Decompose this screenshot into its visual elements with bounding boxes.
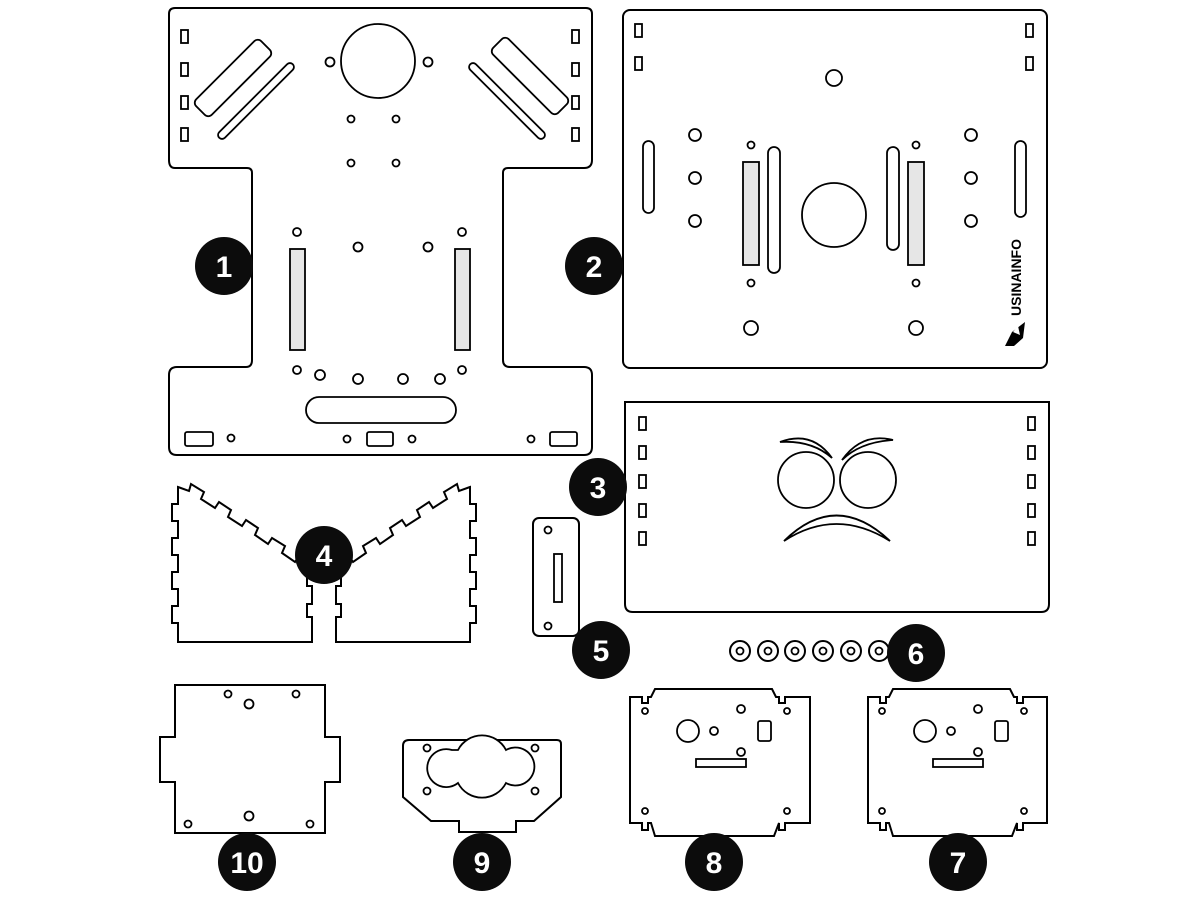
part-number: 5 [593, 635, 610, 668]
washer [784, 640, 806, 662]
badge-4: 4 [295, 526, 353, 584]
badge-10: 10 [218, 833, 276, 891]
part-number: 1 [216, 251, 233, 284]
badge-1: 1 [195, 237, 253, 295]
washer [812, 640, 834, 662]
badge-2: 2 [565, 237, 623, 295]
badge-8: 8 [685, 833, 743, 891]
part-5-bracket [532, 517, 580, 637]
part-number: 6 [908, 638, 925, 671]
part-3-face-plate [624, 401, 1050, 613]
part-9-sensor-holder [402, 734, 562, 833]
washer [868, 640, 890, 662]
badge-9: 9 [453, 833, 511, 891]
part-1-chassis-plate [168, 7, 593, 456]
part-7-side-plate [867, 688, 1048, 837]
part-number: 8 [706, 847, 723, 880]
part-number: 10 [230, 847, 263, 880]
badge-3: 3 [569, 458, 627, 516]
washer [840, 640, 862, 662]
washer [729, 640, 751, 662]
part-6-washers [729, 640, 890, 662]
part-number: 9 [474, 847, 491, 880]
logo-text: USINAINFO [1008, 239, 1024, 316]
part-number: 4 [316, 540, 333, 573]
part-10-square-plate [159, 684, 341, 834]
badge-6: 6 [887, 624, 945, 682]
badge-7: 7 [929, 833, 987, 891]
part-number: 2 [586, 251, 603, 284]
part-2-top-plate: USINAINFO [622, 9, 1048, 369]
part-number: 3 [590, 472, 607, 505]
badge-5: 5 [572, 621, 630, 679]
washer [757, 640, 779, 662]
part-4-wing-panels [171, 482, 477, 643]
part-number: 7 [950, 847, 967, 880]
part-8-side-plate [629, 688, 811, 837]
usinainfo-logo-icon [1005, 322, 1025, 346]
